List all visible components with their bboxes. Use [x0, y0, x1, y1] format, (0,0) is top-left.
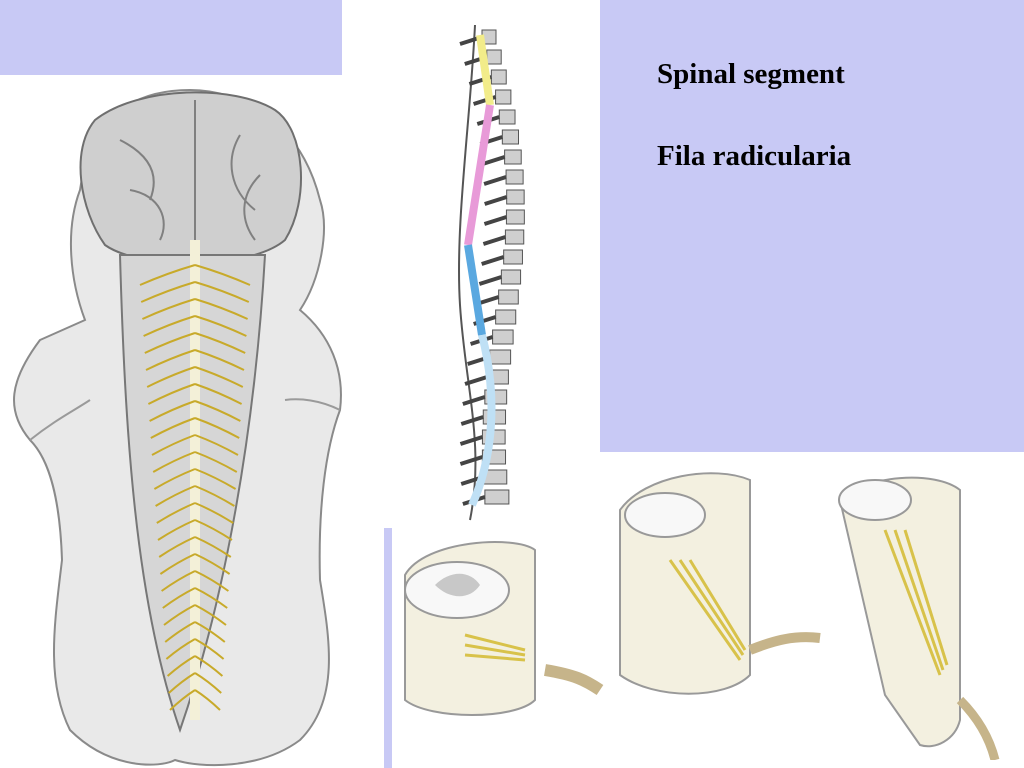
- back-dissection-illustration: [13, 88, 342, 767]
- vertebra: [503, 249, 523, 265]
- nerve-root: [194, 264, 251, 286]
- nerve-root: [168, 672, 196, 694]
- sacral-region: [468, 334, 496, 507]
- nerve-root: [141, 298, 196, 320]
- nerve-root: [194, 621, 226, 643]
- segment-lumbar: [838, 476, 1000, 760]
- brain-shape: [79, 91, 302, 265]
- segment-cervical: [404, 541, 604, 716]
- nerve-root: [194, 315, 247, 337]
- nerve-root: [149, 400, 196, 422]
- nerve-root: [194, 298, 249, 320]
- spinous-process: [478, 275, 502, 286]
- spinous-process: [460, 415, 484, 426]
- spinous-process: [484, 195, 508, 206]
- nerve-root: [164, 621, 196, 643]
- segment-thoracic: [619, 472, 821, 695]
- nerve-root: [144, 332, 196, 354]
- nerve-root: [194, 672, 222, 694]
- spinous-process: [483, 215, 508, 226]
- nerve-root: [157, 519, 196, 541]
- nerve-root: [194, 485, 235, 507]
- slide-line-fila-radicularia: Fila radicularia: [657, 140, 852, 172]
- nerve-root: [194, 468, 237, 490]
- cervical-region: [476, 34, 494, 106]
- vertebra: [490, 69, 507, 85]
- nerve-root: [194, 400, 241, 422]
- vertebra: [504, 149, 522, 165]
- nerve-root: [194, 366, 244, 388]
- nerve-root: [153, 468, 196, 490]
- vertebra: [495, 89, 512, 105]
- nerve-root: [194, 451, 238, 473]
- spinous-process: [482, 155, 506, 166]
- vertebra: [498, 109, 516, 125]
- nerve-root: [166, 655, 196, 677]
- nerve-root: [155, 485, 196, 507]
- nerve-root: [140, 281, 196, 303]
- vertebra: [500, 269, 522, 285]
- vertebra: [506, 189, 525, 205]
- nerve-root: [163, 604, 196, 626]
- nerve-root: [147, 383, 196, 405]
- nerve-root: [194, 587, 228, 609]
- vertebra: [501, 129, 520, 145]
- nerve-root: [194, 434, 239, 456]
- nerve-root: [194, 502, 234, 524]
- nerve-root: [159, 553, 196, 575]
- nerve-root: [194, 570, 229, 592]
- nerve-root: [194, 689, 221, 711]
- nerve-root: [194, 655, 224, 677]
- nerve-root: [165, 638, 196, 660]
- nerve-root: [156, 502, 196, 524]
- nerve-root: [152, 451, 196, 473]
- vertebra: [489, 349, 512, 365]
- vertebral-column-diagram: [458, 24, 525, 521]
- nerve-root: [194, 536, 232, 558]
- vertebra: [504, 229, 525, 245]
- nerve-root: [158, 536, 196, 558]
- nerve-root: [161, 570, 196, 592]
- vertebra: [492, 329, 514, 345]
- spinous-process: [481, 255, 505, 266]
- title-panel: [600, 0, 1024, 452]
- vertebra: [505, 209, 525, 225]
- nerve-roots: [139, 264, 251, 711]
- vertebra: [505, 169, 524, 185]
- spinous-process: [459, 455, 484, 466]
- nerve-root: [194, 383, 243, 405]
- spinous-process: [459, 435, 484, 446]
- nerve-root: [194, 349, 245, 371]
- thoracic-region: [464, 104, 494, 246]
- nerve-root: [194, 417, 240, 439]
- nerve-root: [194, 638, 225, 660]
- slide-line-spinal-segment: Spinal segment: [657, 58, 845, 90]
- lumbar-region: [464, 244, 486, 336]
- nerve-root: [162, 587, 196, 609]
- nerve-root: [151, 434, 196, 456]
- nerve-root: [143, 315, 196, 337]
- nerve-root: [194, 281, 250, 303]
- spinous-process: [462, 395, 486, 406]
- nerve-root: [145, 349, 196, 371]
- nerve-root: [194, 332, 246, 354]
- accent-bar: [384, 528, 392, 768]
- nerve-root: [194, 519, 233, 541]
- spinous-process: [464, 375, 488, 386]
- vertebra: [486, 49, 502, 65]
- vertebra: [495, 309, 517, 325]
- nerve-root: [139, 264, 196, 286]
- nerve-root: [194, 553, 231, 575]
- spinal-segment-illustration: [404, 472, 1000, 760]
- spinous-process: [482, 235, 507, 246]
- spinous-process: [483, 175, 507, 186]
- vertebra: [498, 289, 519, 305]
- nerve-root: [194, 604, 227, 626]
- nerve-root: [146, 366, 196, 388]
- nerve-root: [150, 417, 196, 439]
- nerve-root: [169, 689, 196, 711]
- top-left-panel: [0, 0, 342, 75]
